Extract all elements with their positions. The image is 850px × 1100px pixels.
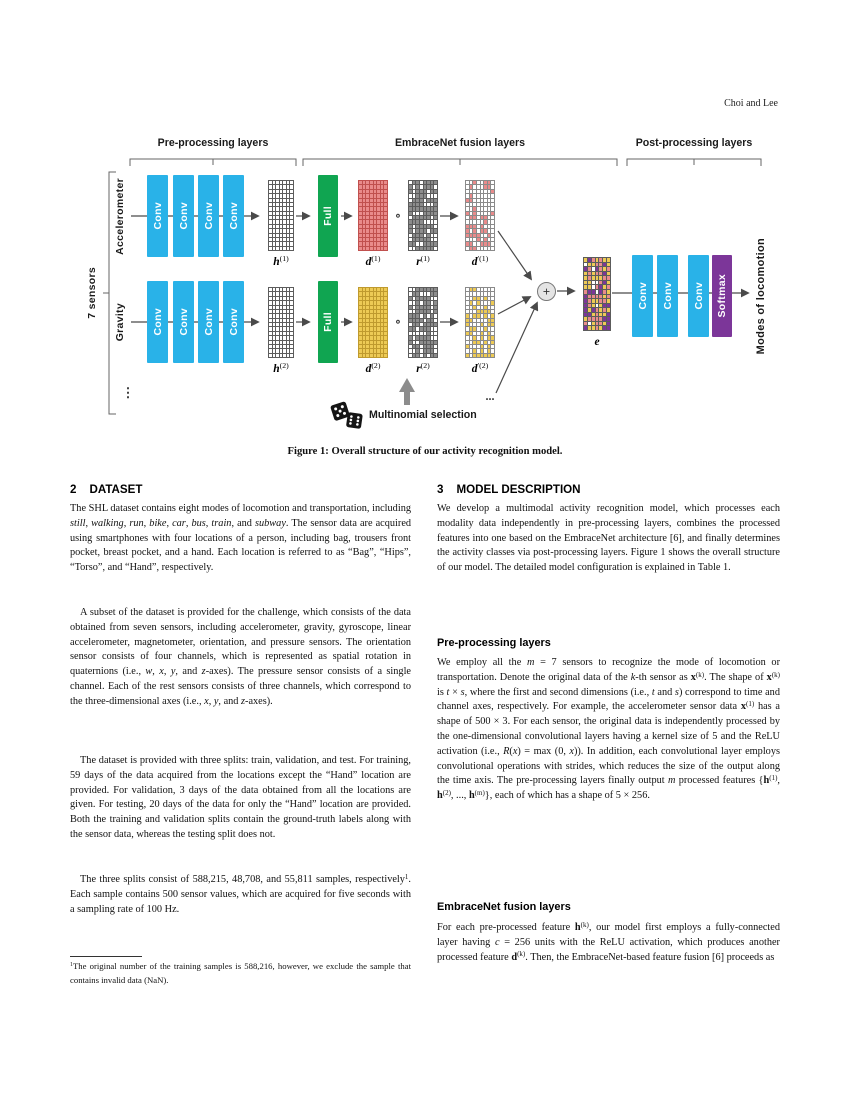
paragraph-sample-counts: The three splits consist of 588,215, 48,… — [70, 872, 411, 915]
conv-block: Conv — [147, 281, 168, 363]
left-column: 2 DATASET The SHL dataset contains eight … — [70, 483, 411, 576]
paragraph-shl-dataset: The SHL dataset contains eight modes of … — [70, 503, 412, 574]
right-column: 3 MODEL DESCRIPTION We develop a multimod… — [437, 483, 780, 576]
sensors-bracket — [103, 171, 116, 415]
grid-label-e: e — [594, 336, 600, 348]
grid-e — [583, 257, 611, 331]
paragraph-subset-sensors: A subset of the dataset is provided for … — [70, 607, 412, 707]
section-title: DATASET — [89, 483, 143, 496]
subsection-embracenet: EmbraceNet fusion layers — [437, 901, 571, 913]
group-label-embracenet: EmbraceNet fusion layers — [394, 137, 526, 149]
conv-block: Conv — [632, 255, 653, 337]
output-label: Modes of locomotion — [755, 237, 767, 355]
conv-block: Conv — [173, 281, 194, 363]
arrow-dp2-sum — [497, 296, 532, 315]
grid-label-r1: r(1) — [416, 254, 430, 268]
row-label-accelerometer: Accelerometer — [113, 177, 126, 255]
section-heading-model-description: 3 MODEL DESCRIPTION — [437, 483, 780, 496]
sensors-bracket-label: 7 sensors — [86, 267, 98, 319]
grid-label-r2: r(2) — [416, 361, 430, 375]
grid-r1 — [408, 180, 438, 251]
grid-d2 — [358, 287, 388, 358]
paragraph-preprocessing: We employ all the m = 7 sensors to recog… — [437, 657, 780, 802]
row-label-gravity: Gravity — [113, 302, 126, 342]
conv-block: Conv — [223, 281, 244, 363]
dice-icon — [346, 412, 363, 429]
conv-block: Conv — [688, 255, 709, 337]
conv-block: Conv — [198, 281, 219, 363]
softmax-block: Softmax — [712, 255, 732, 337]
brace-postprocessing — [626, 158, 762, 166]
section-number: 2 — [70, 483, 77, 496]
figure-caption: Figure 1: Overall structure of our activ… — [287, 446, 563, 457]
arrow-dp1-sum — [497, 230, 533, 281]
grid-label-d1: d(1) — [365, 254, 381, 268]
conv-block: Conv — [147, 175, 168, 257]
grid-d1 — [358, 180, 388, 251]
vertical-ellipsis: ⋮ — [121, 385, 135, 400]
conv-block: Conv — [657, 255, 678, 337]
grid-label-h2: h(2) — [273, 361, 289, 375]
paragraph-model-overview: We develop a multimodal activity recogni… — [437, 503, 780, 574]
full-block: Full — [318, 175, 338, 257]
arrow-dots-sum — [495, 301, 539, 394]
paragraph-splits: The dataset is provided with three split… — [70, 755, 411, 840]
grid-label-dp2: d′(2) — [471, 361, 489, 375]
conv-block: Conv — [223, 175, 244, 257]
running-header: Choi and Lee — [724, 98, 778, 109]
section-title: MODEL DESCRIPTION — [456, 483, 581, 496]
full-block: Full — [318, 281, 338, 363]
dice-icon — [330, 401, 350, 421]
hadamard-symbol: ∘ — [394, 316, 402, 328]
figure-1-diagram: Pre-processing layers EmbraceNet fusion … — [0, 0, 850, 457]
horizontal-ellipsis: ... — [485, 389, 495, 403]
multinomial-arrow-head — [399, 378, 415, 392]
group-label-postprocessing: Post-processing layers — [635, 137, 753, 149]
grid-r2 — [408, 287, 438, 358]
grid-label-d2: d(2) — [365, 361, 381, 375]
grid-h1 — [268, 180, 294, 251]
footnote: 1The original number of the training sam… — [70, 961, 411, 985]
paragraph-embracenet: For each pre-processed feature h(k), our… — [437, 920, 780, 963]
grid-h2 — [268, 287, 294, 358]
multinomial-label: Multinomial selection — [369, 409, 477, 421]
section-heading-dataset: 2 DATASET — [70, 483, 411, 496]
footnote-rule — [70, 956, 142, 957]
grid-label-dp1: d′(1) — [471, 254, 489, 268]
grid-dp1 — [465, 180, 495, 251]
fusion-sum-node: + — [537, 282, 556, 301]
hadamard-symbol: ∘ — [394, 210, 402, 222]
group-label-preprocessing: Pre-processing layers — [157, 137, 269, 149]
conv-block: Conv — [198, 175, 219, 257]
brace-preprocessing — [129, 158, 297, 166]
brace-embracenet — [302, 158, 618, 166]
conv-block: Conv — [173, 175, 194, 257]
grid-dp2 — [465, 287, 495, 358]
subsection-preprocessing: Pre-processing layers — [437, 637, 551, 649]
grid-label-h1: h(1) — [273, 254, 289, 268]
section-number: 3 — [437, 483, 444, 496]
